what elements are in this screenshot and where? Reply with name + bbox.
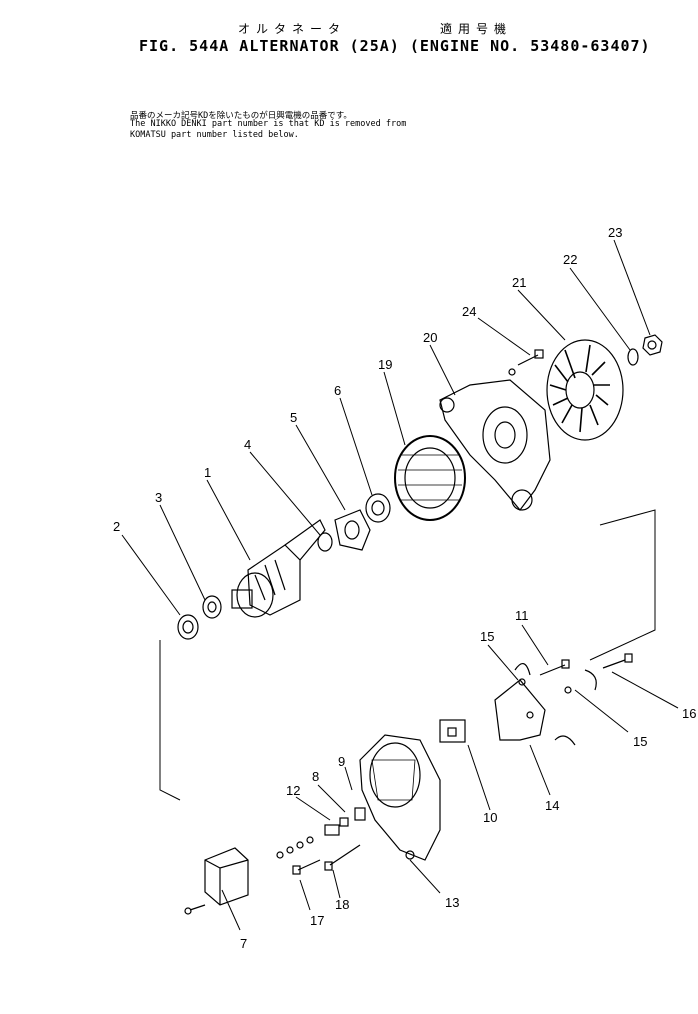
callout-label-23: 23	[608, 225, 622, 240]
stator-part-19	[394, 435, 466, 521]
callout-label-2: 2	[113, 519, 120, 534]
callout-label-8: 8	[312, 769, 319, 784]
callout-label-7: 7	[240, 936, 247, 951]
small-fittings-parts-8-9-12	[276, 807, 366, 859]
callout-label-15: 15	[633, 734, 647, 749]
callout-label-5: 5	[290, 410, 297, 425]
note-japanese: 品番のメーカ記号KDを除いたものが日興電機の品番です。	[130, 111, 352, 121]
washer-part-22	[627, 348, 639, 366]
callout-label-17: 17	[310, 913, 324, 928]
callout-label-4: 4	[244, 437, 251, 452]
collar-part-3	[202, 595, 222, 619]
bolt-part-11	[539, 659, 570, 676]
fan-part-21	[546, 339, 624, 441]
callout-label-6: 6	[334, 383, 341, 398]
clip-parts	[514, 663, 597, 746]
retainer-plate-part-5	[334, 509, 371, 551]
leader-lines	[121, 239, 679, 931]
callout-label-12: 12	[286, 783, 300, 798]
nut-part-23	[642, 334, 663, 356]
callout-label-18: 18	[335, 897, 349, 912]
callout-label-19: 19	[378, 357, 392, 372]
callout-label-3: 3	[155, 490, 162, 505]
bolt-part-16	[602, 653, 633, 669]
rectifier-plate-part-14	[494, 679, 546, 741]
callout-label-10: 10	[483, 810, 497, 825]
callout-label-11: 11	[515, 608, 529, 623]
callout-label-16: 16	[682, 706, 696, 721]
bearing-part-6	[365, 493, 391, 523]
callout-label-13: 13	[445, 895, 459, 910]
washers-part-15	[518, 678, 572, 694]
callout-label-24: 24	[462, 304, 476, 319]
figure-title: FIG. 544A ALTERNATOR (25A) (ENGINE NO. 5…	[139, 37, 651, 55]
front-housing-part-20	[439, 379, 551, 511]
rotor-part-1	[231, 519, 326, 618]
japanese-title: オルタネータ	[238, 22, 347, 36]
callout-label-21: 21	[512, 275, 526, 290]
callout-label-1: 1	[204, 465, 211, 480]
rear-housing-part-13	[359, 734, 441, 861]
ring-part-4	[317, 532, 333, 552]
callout-label-22: 22	[563, 252, 577, 267]
callout-label-14: 14	[545, 798, 559, 813]
brush-holder-part-10	[439, 719, 466, 743]
bolts-parts-17-18	[292, 844, 361, 875]
note-line-1: The NIKKO DENKI part number is that KD i…	[130, 119, 407, 129]
bolt-part-24	[508, 349, 544, 376]
callout-labels: 1234561920212223241115161510148912131718…	[113, 225, 696, 951]
alignment-lines	[159, 509, 656, 801]
note-line-2: KOMATSU part number listed below.	[130, 130, 299, 140]
regulator-part-7	[184, 847, 249, 915]
callout-label-20: 20	[423, 330, 437, 345]
japanese-applicable-label: 適用号機	[440, 22, 513, 36]
callout-label-9: 9	[338, 754, 345, 769]
callout-label-15: 15	[480, 629, 494, 644]
bearing-part-2	[177, 614, 199, 640]
